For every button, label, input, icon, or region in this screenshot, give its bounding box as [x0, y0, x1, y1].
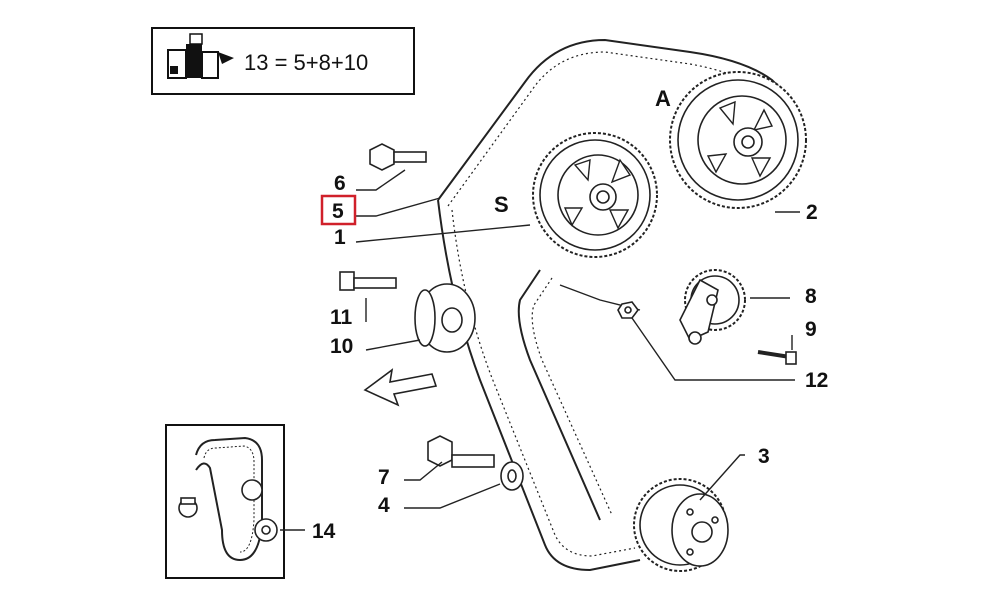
leader-lines — [280, 169, 800, 531]
label-4: 4 — [378, 494, 390, 517]
nut-12 — [617, 301, 639, 319]
bolt-7 — [427, 435, 495, 468]
bolt-6 — [369, 143, 427, 171]
label-12: 12 — [805, 369, 828, 392]
idler-pulley-10 — [414, 283, 476, 353]
bolt-11 — [339, 271, 397, 291]
label-7: 7 — [378, 466, 390, 489]
parts-kit-icon — [167, 33, 234, 79]
timing-belt-kit-inset — [165, 424, 285, 579]
kit-formula-box: 13 = 5+8+10 — [151, 27, 415, 95]
label-9: 9 — [805, 318, 817, 341]
part-5-highlight — [320, 194, 357, 226]
pulley-letter-a: A — [655, 86, 671, 111]
label-3: 3 — [758, 445, 770, 468]
label-1: 1 — [334, 226, 346, 249]
crankshaft-pulley — [633, 478, 729, 572]
washer-4 — [500, 461, 524, 491]
label-11: 11 — [330, 306, 353, 329]
bolt-9 — [757, 350, 797, 365]
label-10: 10 — [330, 335, 353, 358]
label-2: 2 — [806, 201, 818, 224]
timing-belt — [437, 38, 793, 572]
kit-formula-text: 13 = 5+8+10 — [244, 50, 368, 75]
label-6: 6 — [334, 172, 346, 195]
pulley-letter-s: S — [494, 192, 509, 217]
label-14: 14 — [312, 520, 336, 543]
label-8: 8 — [805, 285, 817, 308]
arrow-direction-icon — [363, 368, 438, 407]
tensioner-pulley — [679, 269, 746, 345]
camshaft-pulley-s — [532, 132, 658, 258]
camshaft-pulley-a — [669, 71, 807, 209]
label-5: 5 — [332, 200, 344, 223]
